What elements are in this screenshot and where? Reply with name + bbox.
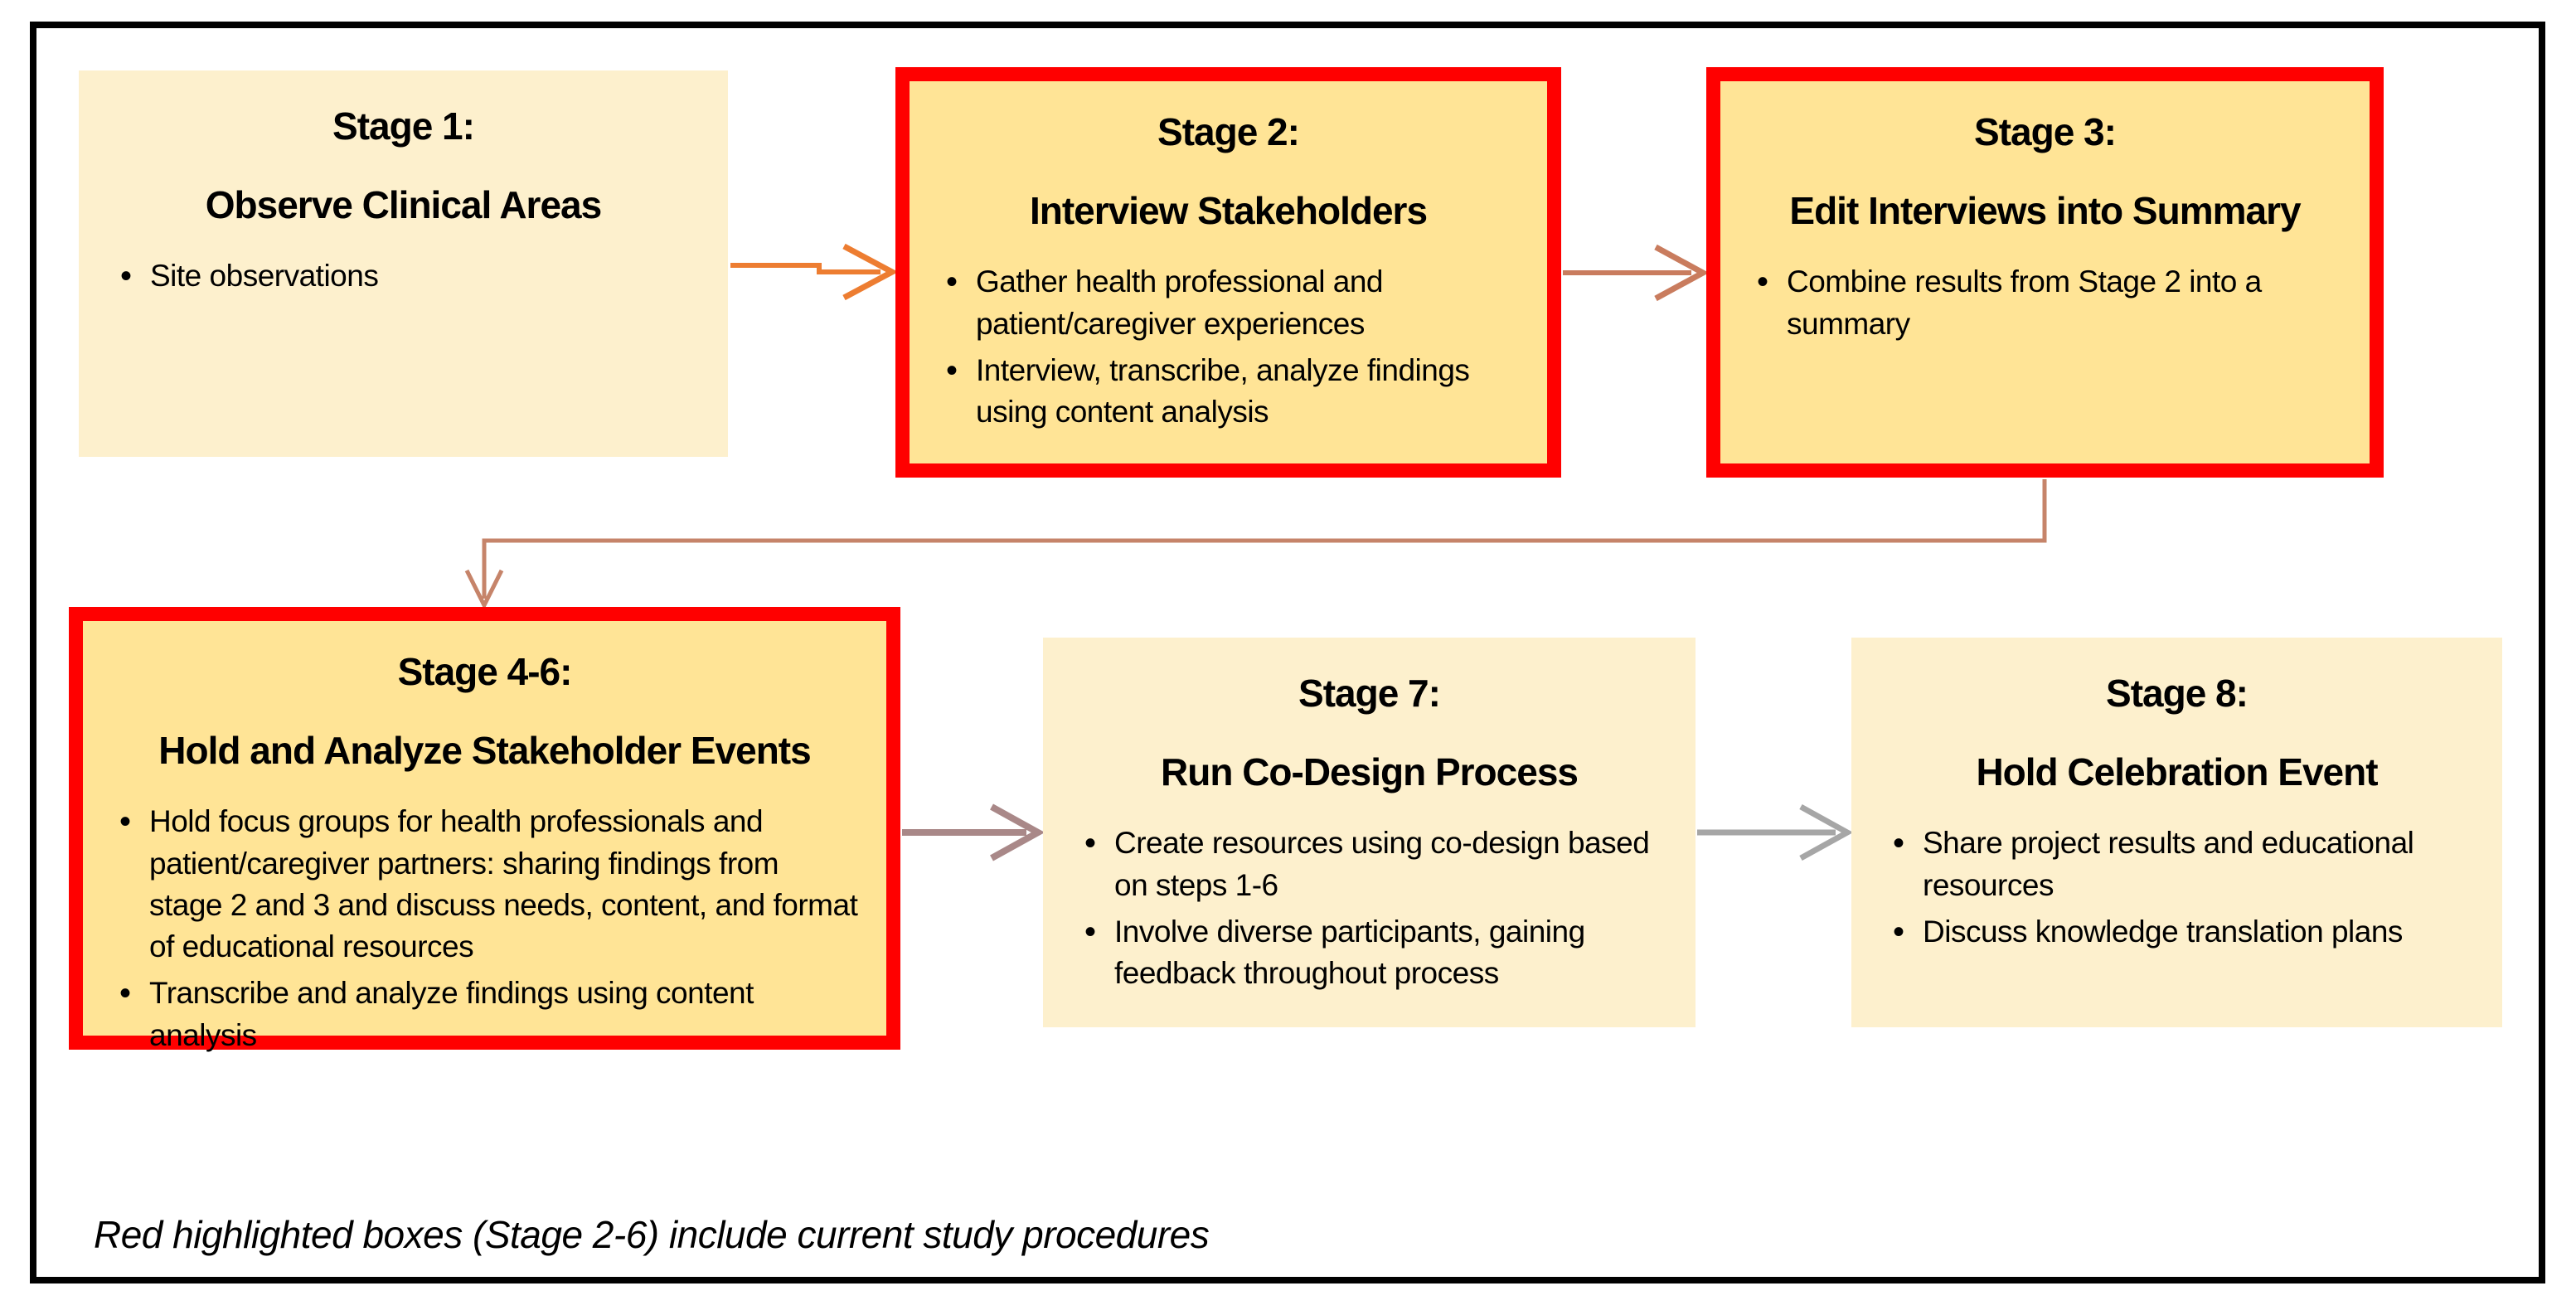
bullet-item: Gather health professional and patient/c…: [938, 260, 1519, 345]
stage-4-6-box: Stage 4-6: Hold and Analyze Stakeholder …: [69, 607, 900, 1052]
bullet-item: Share project results and educational re…: [1885, 821, 2469, 906]
bullet-item: Hold focus groups for health professiona…: [111, 799, 858, 968]
bullet-item: Combine results from Stage 2 into a summ…: [1749, 260, 2341, 345]
stage-8-bullet-list: Share project results and educational re…: [1885, 821, 2469, 955]
stage-8-title: Stage 8:: [2106, 672, 2249, 715]
stage-2-subtitle: Interview Stakeholders: [1029, 188, 1428, 232]
stage-2-title: Stage 2:: [1157, 110, 1300, 153]
bullet-item: Site observations: [112, 254, 695, 299]
stage-7-title: Stage 7:: [1298, 672, 1441, 715]
stage-8-box: Stage 8: Hold Celebration Event Share pr…: [1851, 638, 2502, 1027]
stage-7-subtitle: Run Co-Design Process: [1161, 750, 1579, 793]
stage-4-6-title: Stage 4-6:: [397, 650, 573, 693]
stage-8-subtitle: Hold Celebration Event: [1976, 750, 2378, 793]
stage-2-bullet-list: Gather health professional and patient/c…: [938, 260, 1519, 434]
stage-4-6-subtitle: Hold and Analyze Stakeholder Events: [158, 728, 811, 772]
stage-7-box: Stage 7: Run Co-Design Process Create re…: [1043, 638, 1696, 1027]
stage-3-bullet-list: Combine results from Stage 2 into a summ…: [1749, 260, 2341, 345]
stage-7-bullet-list: Create resources using co-design based o…: [1076, 821, 1662, 995]
diagram-caption: Red highlighted boxes (Stage 2-6) includ…: [94, 1213, 1210, 1256]
stage-4-6-bullet-list: Hold focus groups for health professiona…: [111, 799, 858, 1056]
stage-3-subtitle: Edit Interviews into Summary: [1789, 188, 2301, 232]
stage-1-box: Stage 1: Observe Clinical Areas Site obs…: [79, 70, 728, 457]
bullet-item: Discuss knowledge translation plans: [1885, 910, 2469, 955]
stage-2-box: Stage 2: Interview Stakeholders Gather h…: [895, 67, 1561, 478]
bullet-item: Create resources using co-design based o…: [1076, 821, 1662, 906]
stage-1-bullet-list: Site observations: [112, 254, 695, 299]
stage-3-box: Stage 3: Edit Interviews into Summary Co…: [1706, 67, 2384, 478]
stage-1-subtitle: Observe Clinical Areas: [205, 182, 602, 226]
stage-3-title: Stage 3:: [1974, 110, 2117, 153]
bullet-item: Interview, transcribe, analyze findings …: [938, 348, 1519, 434]
bullet-item: Transcribe and analyze findings using co…: [111, 971, 858, 1056]
stage-1-title: Stage 1:: [332, 104, 475, 148]
bullet-item: Involve diverse participants, gaining fe…: [1076, 910, 1662, 995]
